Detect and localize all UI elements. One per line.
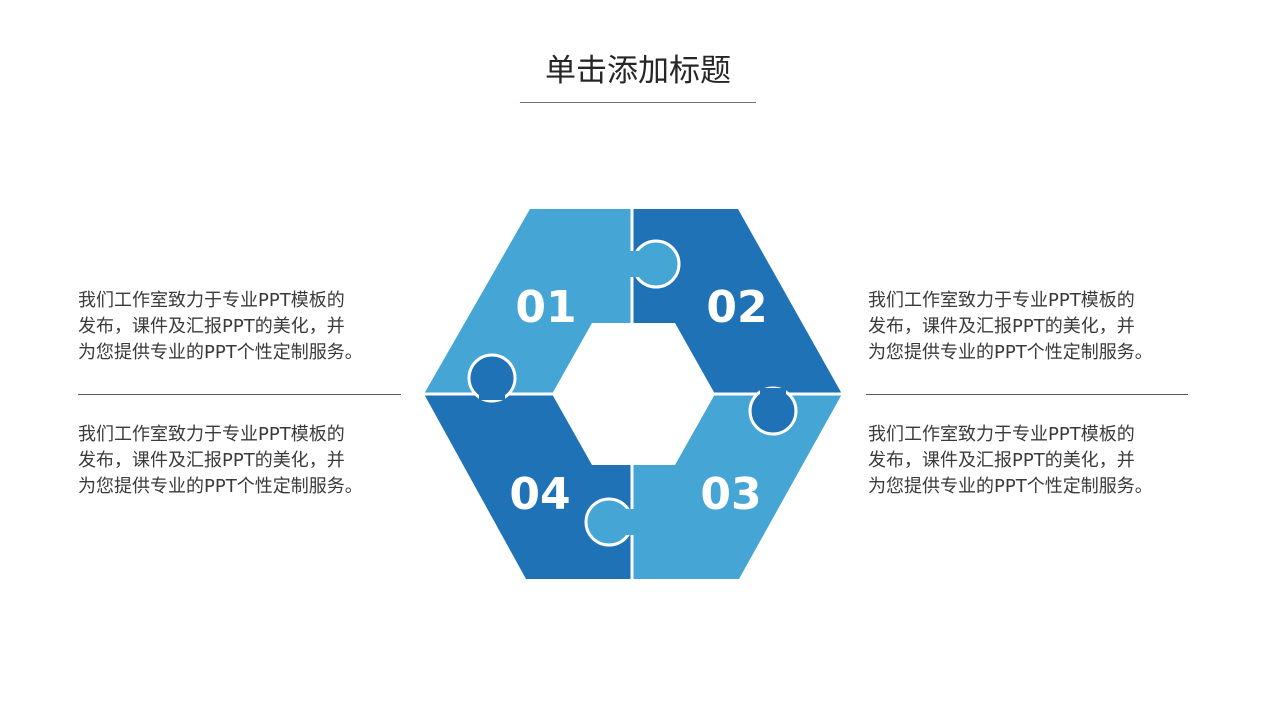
puzzle-piece-04[interactable] xyxy=(424,394,632,579)
text-line: 发布，课件及汇报PPT的美化，并 xyxy=(78,316,345,337)
text-block-bottom-left[interactable]: 我们工作室致力于专业PPT模板的 发布，课件及汇报PPT的美化，并 为您提供专业… xyxy=(78,422,418,500)
text-line: 为您提供专业的PPT个性定制服务。 xyxy=(78,342,363,363)
piece-number-01: 01 xyxy=(515,282,576,333)
text-block-bottom-right[interactable]: 我们工作室致力于专业PPT模板的 发布，课件及汇报PPT的美化，并 为您提供专业… xyxy=(868,422,1208,500)
text-line: 为您提供专业的PPT个性定制服务。 xyxy=(868,476,1153,497)
text-line: 为您提供专业的PPT个性定制服务。 xyxy=(78,476,363,497)
knob-01-into-02 xyxy=(628,239,681,289)
text-line: 发布，课件及汇报PPT的美化，并 xyxy=(868,316,1135,337)
divider-left xyxy=(78,394,401,395)
text-line: 发布，课件及汇报PPT的美化，并 xyxy=(868,450,1135,471)
text-line: 发布，课件及汇报PPT的美化，并 xyxy=(78,450,345,471)
title-underline xyxy=(520,102,756,103)
puzzle-piece-02[interactable] xyxy=(632,209,842,394)
text-line: 我们工作室致力于专业PPT模板的 xyxy=(78,424,345,445)
piece-number-04: 04 xyxy=(509,469,570,520)
text-block-top-left[interactable]: 我们工作室致力于专业PPT模板的 发布，课件及汇报PPT的美化，并 为您提供专业… xyxy=(78,288,418,366)
slide-title[interactable]: 单击添加标题 xyxy=(545,53,731,89)
piece-number-02: 02 xyxy=(706,282,767,333)
text-line: 我们工作室致力于专业PPT模板的 xyxy=(78,290,345,311)
text-line: 为您提供专业的PPT个性定制服务。 xyxy=(868,342,1153,363)
divider-right xyxy=(866,394,1188,395)
text-block-top-right[interactable]: 我们工作室致力于专业PPT模板的 发布，课件及汇报PPT的美化，并 为您提供专业… xyxy=(868,288,1208,366)
text-line: 我们工作室致力于专业PPT模板的 xyxy=(868,290,1135,311)
piece-number-03: 03 xyxy=(700,469,761,520)
knob-04-into-01 xyxy=(467,353,517,403)
puzzle-piece-01[interactable] xyxy=(424,209,632,394)
puzzle-piece-03[interactable] xyxy=(632,394,842,579)
knob-02-into-03 xyxy=(748,386,798,436)
knob-03-into-04 xyxy=(584,497,636,547)
text-line: 我们工作室致力于专业PPT模板的 xyxy=(868,424,1135,445)
